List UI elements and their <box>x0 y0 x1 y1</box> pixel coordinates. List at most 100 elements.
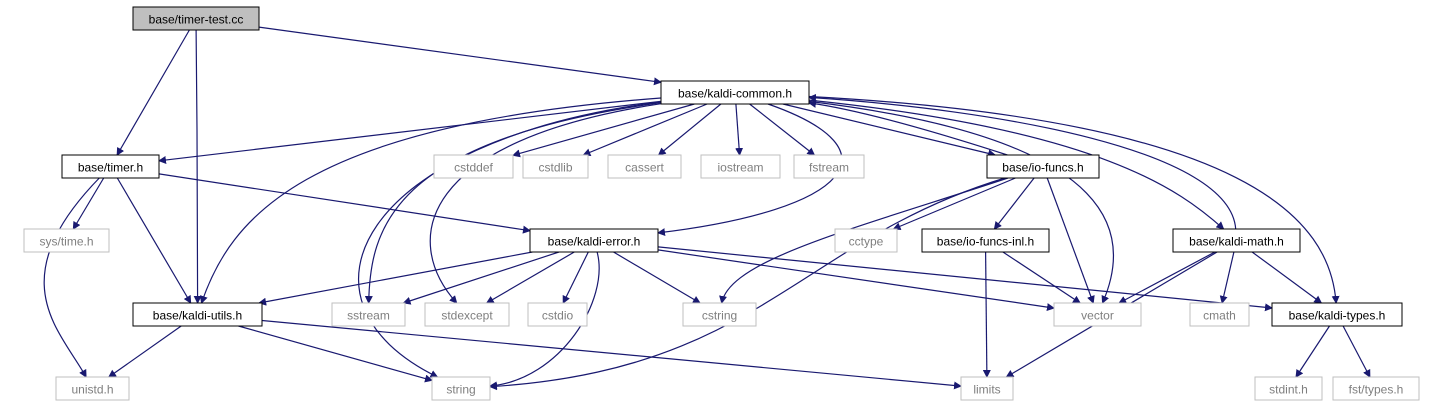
node-label: cctype <box>849 235 884 249</box>
node-box <box>960 376 1014 401</box>
node-sys-time: sys/time.h <box>23 228 110 253</box>
node-label: stdexcept <box>441 309 493 323</box>
edge-kaldi-common-to-iostream <box>735 103 744 156</box>
node-box <box>607 154 682 179</box>
node-box <box>431 376 491 401</box>
node-sstream: sstream <box>331 302 406 327</box>
node-string: string <box>431 376 491 401</box>
node-box <box>132 6 260 31</box>
node-box <box>1172 228 1301 253</box>
node-timer-h[interactable]: base/timer.h <box>61 154 160 179</box>
edge-io-funcs-to-cctype <box>892 177 1016 230</box>
edge-io-funcs-to-io-funcs-inl <box>993 177 1035 230</box>
node-box <box>61 154 160 179</box>
node-cstdio: cstdio <box>527 302 588 327</box>
node-kaldi-types[interactable]: base/kaldi-types.h <box>1271 302 1403 327</box>
node-label: base/io-funcs-inl.h <box>937 235 1034 249</box>
edge-kaldi-common-to-vector <box>808 100 1115 304</box>
edge-kaldi-common-to-kaldi-utils <box>199 97 662 304</box>
node-timer-test[interactable]: base/timer-test.cc <box>132 6 260 31</box>
edge-timer-h-to-unistd <box>43 177 100 378</box>
edge-kaldi-math-to-kaldi-common <box>808 93 1237 230</box>
node-label: cassert <box>625 161 664 175</box>
edge-io-funcs-to-cstring <box>719 177 1009 304</box>
node-label: sys/time.h <box>39 235 93 249</box>
edge-kaldi-error-to-stdexcept <box>485 251 575 304</box>
node-label: base/timer-test.cc <box>149 13 244 27</box>
node-kaldi-common[interactable]: base/kaldi-common.h <box>660 80 810 105</box>
node-box <box>1332 376 1420 401</box>
edge-kaldi-math-to-kaldi-types <box>1251 251 1323 304</box>
node-label: base/kaldi-math.h <box>1189 235 1284 249</box>
edge-kaldi-error-to-kaldi-utils <box>258 251 533 306</box>
edge-kaldi-error-to-vector <box>657 249 1055 312</box>
node-cstring: cstring <box>682 302 757 327</box>
node-box <box>522 154 589 179</box>
edge-kaldi-error-to-cstdio <box>562 251 589 304</box>
node-label: limits <box>973 383 1000 397</box>
node-label: cstddef <box>454 161 493 175</box>
node-label: base/timer.h <box>78 161 143 175</box>
node-io-funcs[interactable]: base/io-funcs.h <box>986 154 1100 179</box>
node-box <box>132 302 263 327</box>
node-layer: base/timer-test.cc base/kaldi-common.h bas… <box>23 6 1420 401</box>
node-label: unistd.h <box>71 383 113 397</box>
node-label: vector <box>1081 309 1114 323</box>
node-cctype: cctype <box>834 228 898 253</box>
edge-kaldi-common-to-cstdlib <box>582 103 708 157</box>
edge-kaldi-common-to-io-funcs <box>782 103 997 158</box>
edge-kaldi-math-to-vector <box>1118 251 1216 304</box>
node-fst-types: fst/types.h <box>1332 376 1420 401</box>
edge-io-funcs-inl-to-limits <box>982 251 991 378</box>
edge-kaldi-common-to-string <box>358 101 662 378</box>
node-box <box>682 302 757 327</box>
node-unistd: unistd.h <box>55 376 130 401</box>
node-cstdlib: cstdlib <box>522 154 589 179</box>
edge-kaldi-common-to-sstream <box>364 102 662 304</box>
node-box <box>1189 302 1250 327</box>
edge-kaldi-utils-to-unistd <box>107 325 182 378</box>
edge-kaldi-types-to-fst-types <box>1342 325 1371 378</box>
edge-kaldi-utils-to-limits <box>261 319 962 390</box>
node-kaldi-math[interactable]: base/kaldi-math.h <box>1172 228 1301 253</box>
node-box <box>986 154 1100 179</box>
edge-timer-h-to-kaldi-utils <box>116 177 192 304</box>
edge-layer <box>43 26 1371 391</box>
node-cassert: cassert <box>607 154 682 179</box>
node-box <box>527 302 588 327</box>
node-box <box>55 376 130 401</box>
edge-kaldi-common-to-timer-h <box>158 100 662 164</box>
edge-timer-test-to-kaldi-utils <box>193 29 202 304</box>
edge-kaldi-error-to-sstream <box>402 251 560 305</box>
node-label: cstring <box>702 309 737 323</box>
node-iostream: iostream <box>700 154 781 179</box>
node-kaldi-error[interactable]: base/kaldi-error.h <box>529 228 659 253</box>
edge-io-funcs-to-string <box>489 177 1006 391</box>
edge-kaldi-error-to-string <box>489 251 600 390</box>
node-cmath: cmath <box>1189 302 1250 327</box>
node-label: base/kaldi-utils.h <box>153 309 242 323</box>
node-label: cstdlib <box>538 161 572 175</box>
node-label: stdint.h <box>1269 383 1308 397</box>
node-io-funcs-inl[interactable]: base/io-funcs-inl.h <box>921 228 1050 253</box>
edge-kaldi-common-to-kaldi-math <box>808 99 1225 230</box>
node-label: iostream <box>717 161 763 175</box>
node-box <box>921 228 1050 253</box>
node-fstream: fstream <box>793 154 865 179</box>
node-box <box>433 154 514 179</box>
edge-kaldi-types-to-stdint <box>1295 325 1331 378</box>
node-box <box>23 228 110 253</box>
edge-timer-test-to-timer-h <box>116 29 190 156</box>
edge-timer-h-to-sys-time <box>72 177 105 230</box>
edge-timer-test-to-kaldi-common <box>258 26 662 86</box>
node-box <box>700 154 781 179</box>
node-box <box>529 228 659 253</box>
edge-kaldi-utils-to-string <box>238 325 433 383</box>
edge-kaldi-math-to-cmath <box>1219 251 1235 304</box>
edge-kaldi-error-to-cstring <box>613 251 701 304</box>
node-kaldi-utils[interactable]: base/kaldi-utils.h <box>132 302 263 327</box>
node-vector: vector <box>1053 302 1142 327</box>
edge-kaldi-common-to-fstream <box>749 103 816 156</box>
node-label: base/kaldi-error.h <box>548 235 641 249</box>
